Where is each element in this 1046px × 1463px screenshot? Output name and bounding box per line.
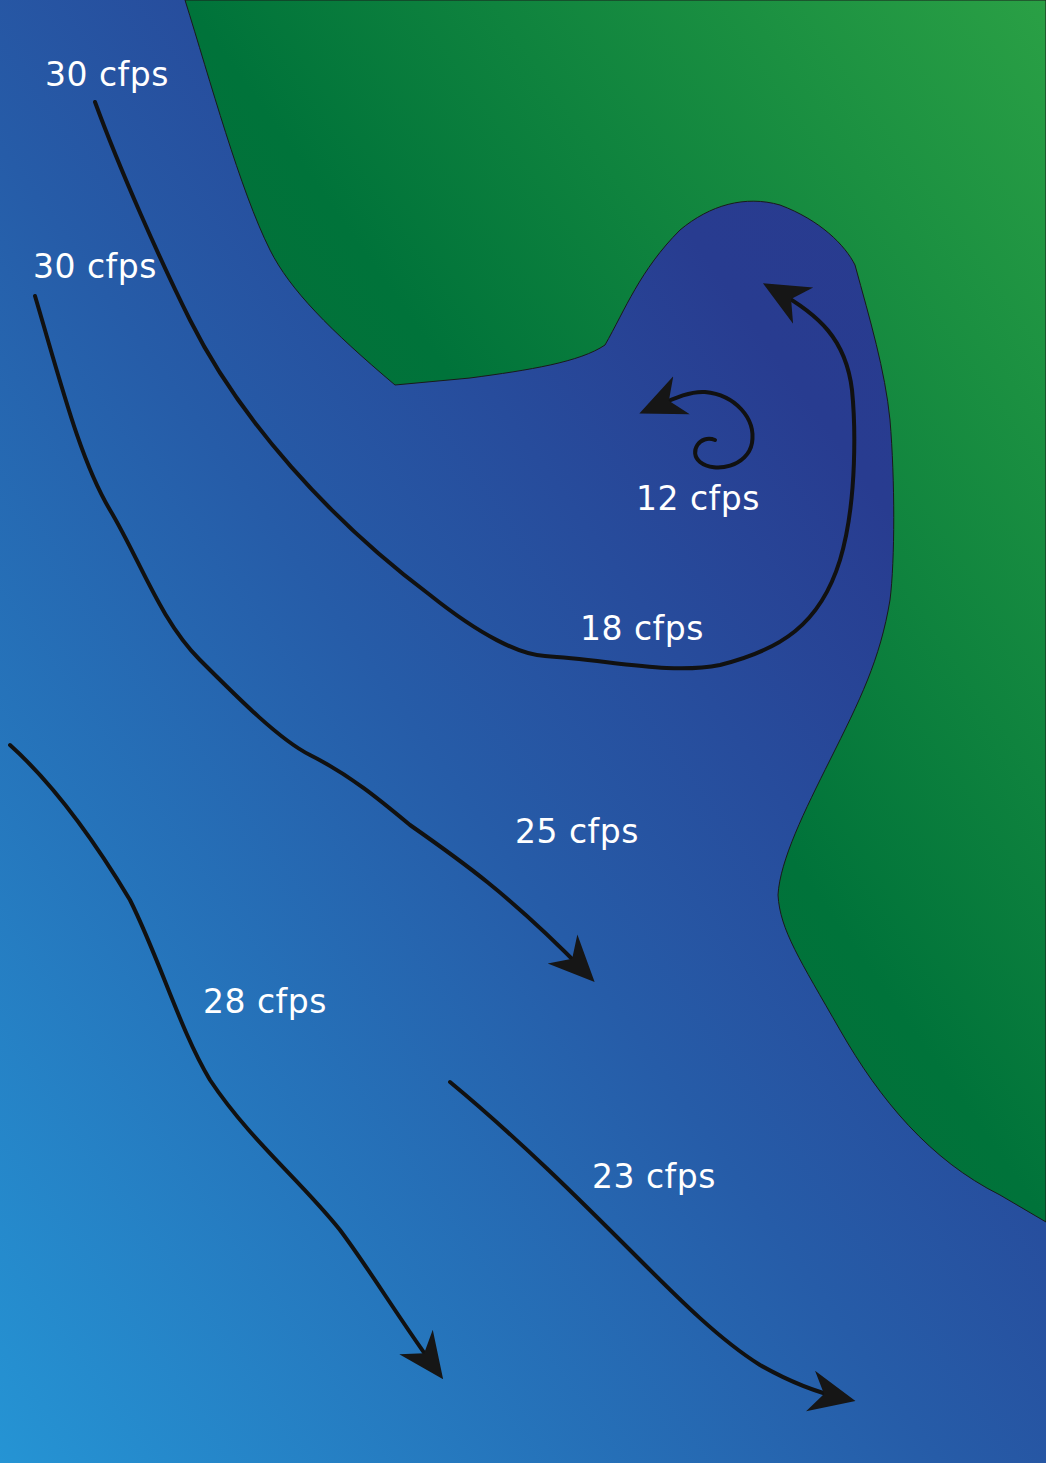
flow-rate-label: 12 cfps	[636, 480, 760, 518]
flow-rate-label: 30 cfps	[33, 248, 157, 286]
streamline	[35, 296, 585, 972]
streamlines	[10, 102, 854, 1398]
flow-rate-label: 28 cfps	[203, 983, 327, 1021]
flow-rate-label: 25 cfps	[515, 813, 639, 851]
streamline	[450, 1082, 842, 1398]
land	[185, 0, 1046, 1222]
streamline	[10, 745, 435, 1368]
flow-rate-label: 30 cfps	[45, 56, 169, 94]
streamline	[95, 102, 854, 668]
streamline	[652, 392, 752, 468]
flow-rate-label: 18 cfps	[580, 610, 704, 648]
flow-rate-label: 23 cfps	[592, 1158, 716, 1196]
